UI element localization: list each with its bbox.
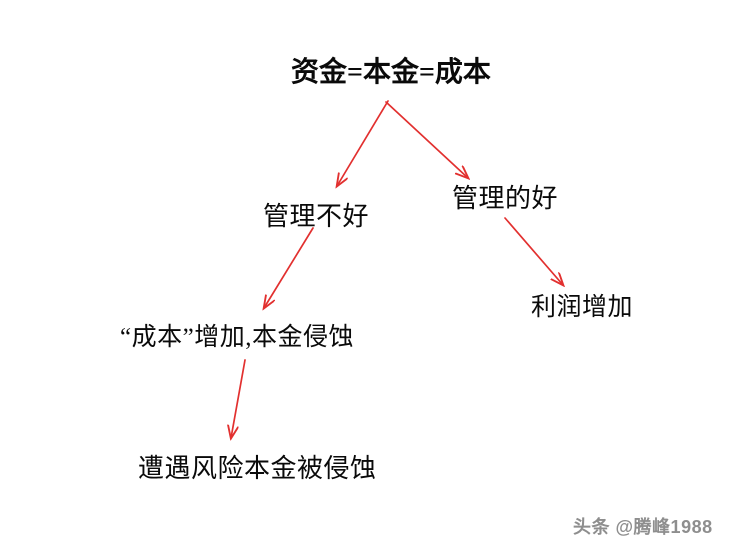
node-risk-principal-eroded: 遭遇风险本金被侵蚀	[138, 454, 377, 483]
node-bad-management: 管理不好	[263, 202, 370, 231]
edge-root-to-good_mgmt	[385, 101, 468, 178]
watermark: 头条 @腾峰1988	[573, 517, 713, 537]
edge-cost_up-to-risk	[231, 359, 246, 438]
node-profit-increase: 利润增加	[531, 294, 634, 321]
node-good-management: 管理的好	[452, 184, 559, 213]
node-root: 资金=本金=成本	[291, 57, 491, 88]
node-cost-increase: “成本”增加,本金侵蚀	[120, 324, 354, 351]
edge-good_mgmt-to-profit_up	[504, 217, 563, 285]
edge-bad_mgmt-to-cost_up	[264, 227, 314, 308]
edge-root-to-bad_mgmt	[337, 100, 389, 186]
